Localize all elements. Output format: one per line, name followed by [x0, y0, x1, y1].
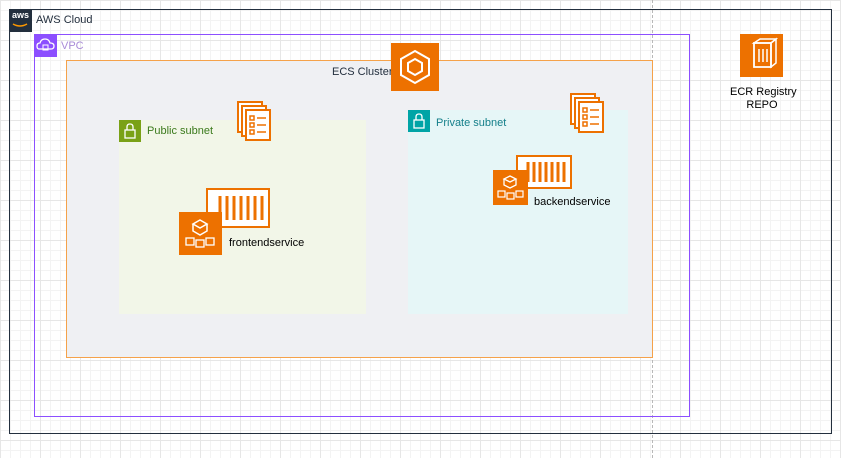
aws-cloud-group[interactable]: [9, 9, 832, 434]
fargate-icon[interactable]: [493, 170, 528, 205]
ecr-label-line1: ECR Registry: [730, 86, 797, 98]
frontend-service-label: frontendservice: [229, 237, 305, 249]
aws-smile-icon: [12, 23, 28, 27]
task-definition-icon[interactable]: [570, 93, 606, 135]
vpc-group[interactable]: [34, 34, 690, 417]
vpc-cloud-icon: [34, 34, 57, 57]
ecr-icon[interactable]: [740, 34, 783, 77]
fargate-icon[interactable]: [179, 212, 222, 255]
private-subnet-label: Private subnet: [436, 117, 507, 129]
aws-cloud-label: AWS Cloud: [36, 14, 93, 26]
aws-logo-icon: aws: [9, 9, 32, 32]
aws-logo-text: aws: [12, 10, 30, 20]
ecr-label-line2: REPO: [746, 99, 778, 111]
backend-service-label: backendservice: [534, 196, 611, 208]
task-definition-icon[interactable]: [237, 101, 273, 143]
vpc-label: VPC: [61, 40, 84, 52]
private-subnet-group[interactable]: [408, 110, 628, 314]
public-subnet-label: Public subnet: [147, 125, 214, 137]
lock-icon: [408, 110, 430, 132]
ecs-cluster-label: ECS Cluster: [332, 66, 393, 78]
ecs-icon[interactable]: [391, 43, 439, 91]
lock-icon: [119, 120, 141, 142]
